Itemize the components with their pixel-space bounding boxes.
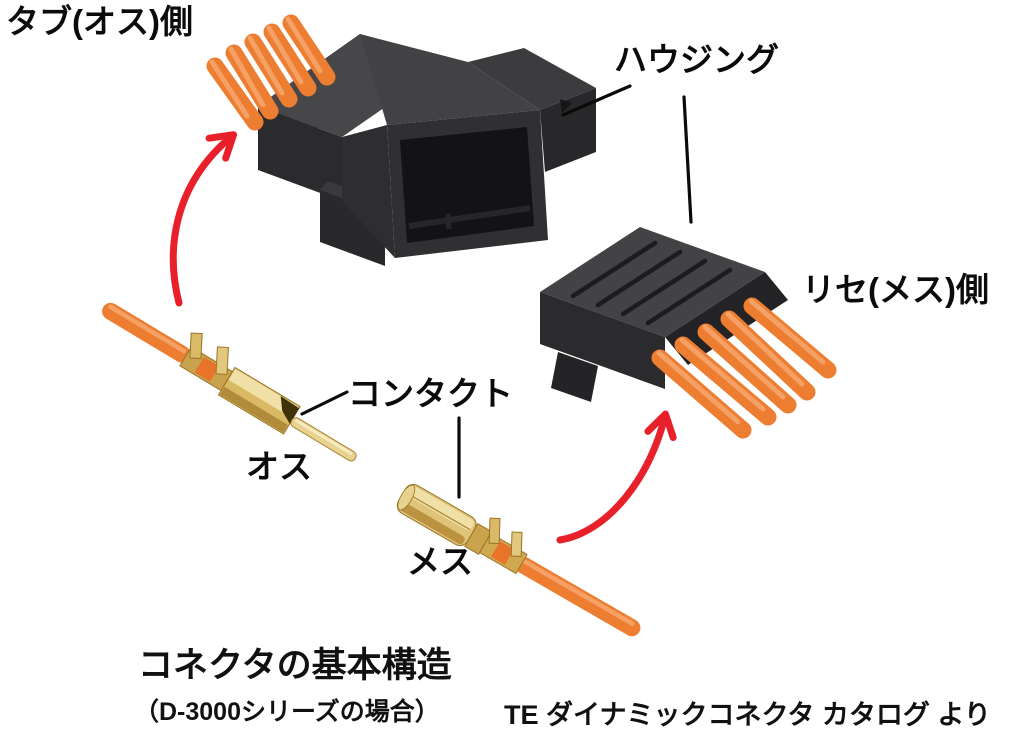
receptacle-front-face bbox=[540, 292, 665, 389]
male-contact-wing-rear bbox=[189, 332, 203, 360]
female-contact-wing-rear bbox=[488, 517, 501, 544]
female-contact-barrel-mouth bbox=[397, 484, 416, 511]
tab-right-ear-top bbox=[468, 48, 596, 110]
tab-side-label: タブ(オス)側 bbox=[6, 3, 193, 40]
male-contact-wire-under-crimp bbox=[194, 356, 220, 382]
caption-title: コネクタの基本構造 bbox=[138, 646, 452, 685]
male-contact-wire bbox=[102, 302, 191, 363]
female-contact-wing-front bbox=[510, 531, 523, 557]
female-contact-barrel-highlight bbox=[407, 486, 474, 530]
housing-label: ハウジング bbox=[614, 41, 779, 78]
leader-lines bbox=[300, 84, 693, 499]
tab-housing-illustration bbox=[206, 14, 596, 266]
female-contact-barrel-shade bbox=[399, 502, 465, 545]
male-contact-illustration bbox=[102, 302, 357, 462]
assembly-arrow-male-icon bbox=[169, 131, 238, 307]
tab-opening-shelf bbox=[408, 205, 531, 229]
receptacle-wires bbox=[651, 297, 837, 439]
housing-leader-line-receptacle bbox=[682, 95, 693, 224]
male-contact-body-shade bbox=[219, 386, 288, 433]
male-label: オス bbox=[246, 448, 312, 485]
tab-ear-arrow-mark bbox=[560, 99, 572, 113]
tab-shroud-top-face bbox=[360, 34, 540, 125]
male-contact-pin-highlight bbox=[295, 419, 353, 455]
tab-housing-front-face bbox=[258, 106, 342, 201]
receptacle-top-face bbox=[540, 227, 765, 337]
female-contact-barrel-seam bbox=[412, 496, 471, 531]
tab-opening-tab-mark bbox=[445, 213, 452, 230]
receptacle-housing-illustration bbox=[540, 227, 837, 439]
receptacle-side-label: リセ(メス)側 bbox=[802, 271, 989, 308]
tab-housing-wires bbox=[206, 14, 336, 131]
female-contact-illustration bbox=[396, 483, 641, 637]
tab-right-ear-front bbox=[540, 88, 596, 172]
male-contact-wire-highlight bbox=[108, 304, 187, 354]
assembly-arrow-female-icon bbox=[556, 410, 677, 544]
male-contact-wing-front bbox=[215, 346, 229, 375]
contact-leader-line-male bbox=[300, 390, 349, 416]
housing-leader-line-tab bbox=[561, 84, 632, 117]
caption-subtitle: （D-3000シリーズの場合） bbox=[134, 698, 440, 726]
male-contact-body-highlight bbox=[228, 368, 299, 419]
female-contact-wire-under-crimp bbox=[491, 541, 514, 565]
receptacle-top-grooves bbox=[570, 240, 733, 326]
male-contact-funnel bbox=[280, 396, 300, 424]
female-label: メス bbox=[407, 543, 473, 580]
contact-label: コンタクト bbox=[348, 375, 513, 412]
receptacle-latch bbox=[551, 352, 598, 402]
female-contact-wire-highlight bbox=[522, 559, 635, 626]
caption-credit: TE ダイナミックコネクタ カタログ より bbox=[504, 700, 991, 730]
tab-shroud-left-face bbox=[342, 125, 395, 258]
